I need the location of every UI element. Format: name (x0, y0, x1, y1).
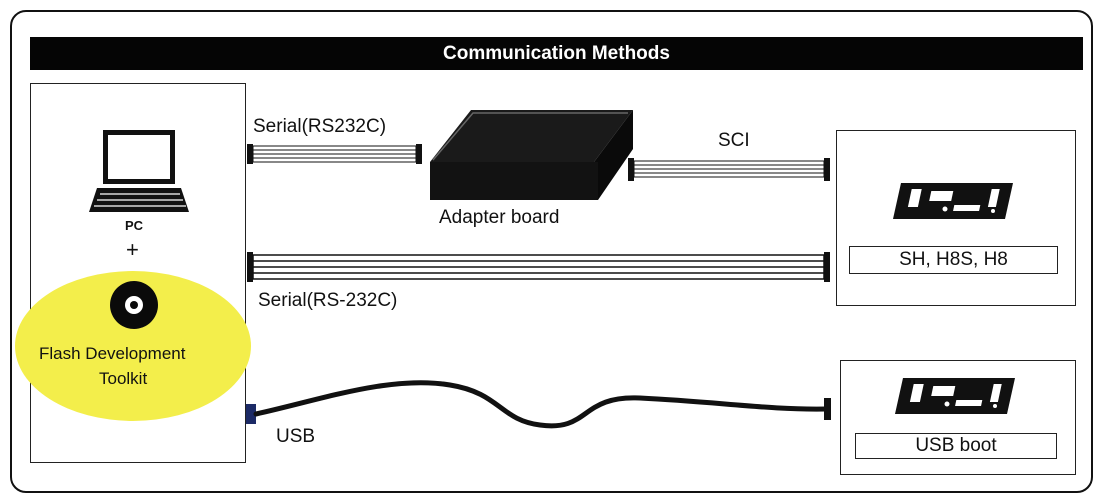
serial-cable-top (247, 144, 422, 164)
serial-cable-direct (247, 252, 830, 282)
sci-cable (628, 158, 830, 181)
diagram-title: Communication Methods (30, 37, 1083, 70)
usb-target-board-icon (895, 378, 1015, 414)
laptop-icon (89, 130, 189, 212)
usb-cable (246, 380, 831, 429)
software-name-line1: Flash Development (39, 344, 186, 363)
adapter-board-icon (430, 110, 633, 200)
serial-top-label: Serial(RS232C) (253, 116, 387, 137)
serial-target-label: SH, H8S, H8 (849, 246, 1058, 274)
usb-label: USB (276, 426, 316, 447)
pc-label: PC (125, 218, 144, 233)
software-name-line2: Toolkit (99, 369, 148, 388)
adapter-label: Adapter board (439, 207, 560, 228)
usb-target-label: USB boot (855, 433, 1057, 459)
sci-label: SCI (718, 130, 750, 151)
target-board-icon (893, 183, 1013, 219)
plus-sign: + (126, 237, 139, 262)
software-highlight (15, 271, 251, 421)
cd-icon (110, 281, 158, 329)
serial-direct-label: Serial(RS-232C) (258, 290, 398, 311)
